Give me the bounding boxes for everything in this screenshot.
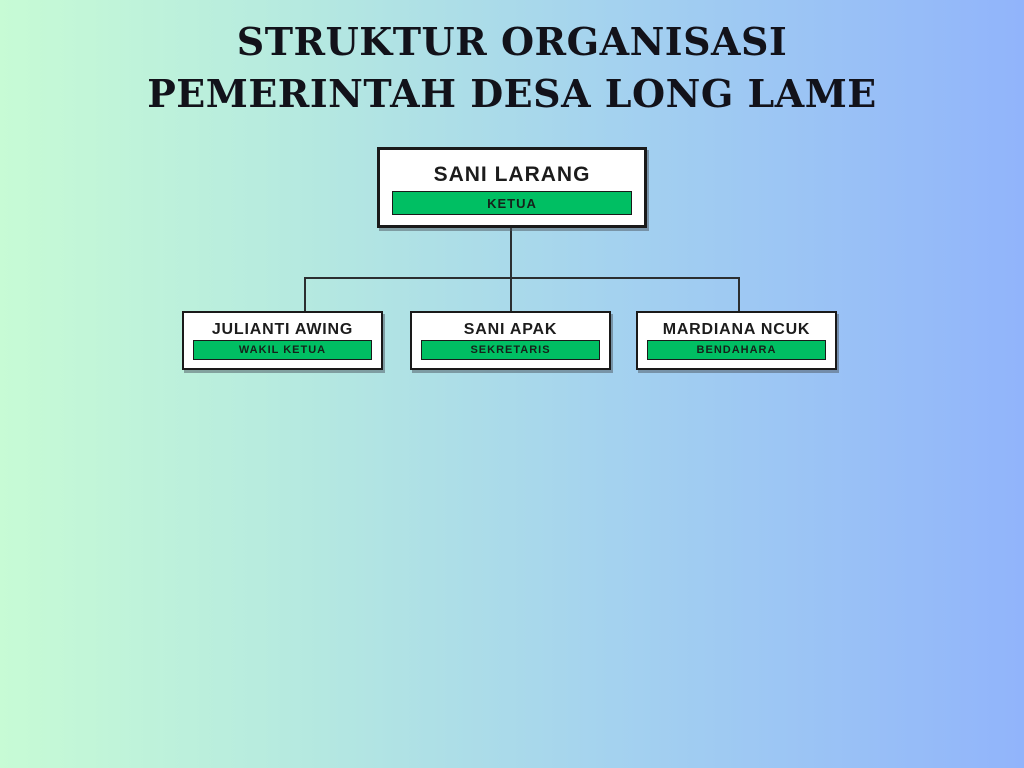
org-node-bendahara: MARDIANA NCUK BENDAHARA — [636, 311, 837, 370]
org-node-name: MARDIANA NCUK — [662, 320, 811, 338]
org-node-name: JULIANTI AWING — [211, 320, 354, 338]
page-title: STRUKTUR ORGANISASI PEMERINTAH DESA LONG… — [0, 16, 1024, 120]
org-node-role-badge: BENDAHARA — [647, 340, 826, 360]
org-node-name: SANI APAK — [463, 320, 558, 338]
org-node-sekretaris: SANI APAK SEKRETARIS — [410, 311, 611, 370]
org-node-ketua: SANI LARANG KETUA — [377, 147, 647, 228]
org-node-wakil-ketua: JULIANTI AWING WAKIL KETUA — [182, 311, 383, 370]
org-node-role-badge: SEKRETARIS — [421, 340, 600, 360]
connector-root-stem — [510, 228, 512, 279]
org-node-name: SANI LARANG — [433, 163, 591, 186]
org-node-role-badge: WAKIL KETUA — [193, 340, 372, 360]
connector-drop-sekretaris — [510, 277, 512, 312]
connector-horizontal-rail — [304, 277, 740, 279]
page-title-line-2: PEMERINTAH DESA LONG LAME — [147, 71, 877, 116]
connector-drop-bendahara — [738, 277, 740, 312]
org-node-role-badge: KETUA — [392, 191, 632, 215]
page-title-line-1: STRUKTUR ORGANISASI — [236, 19, 788, 64]
connector-drop-wakil-ketua — [304, 277, 306, 312]
